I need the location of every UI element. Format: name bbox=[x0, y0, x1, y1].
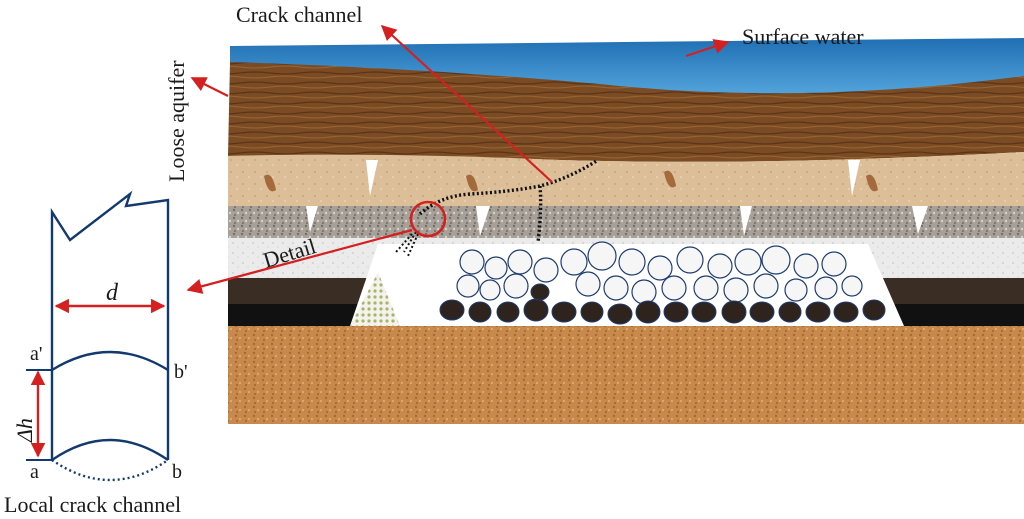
dimension-marks bbox=[30, 298, 166, 458]
lower-base-arc-hidden bbox=[51, 459, 169, 482]
delta-h-label: Δh bbox=[12, 418, 37, 443]
compacted-fill bbox=[350, 272, 400, 326]
fragmented-rock-lower bbox=[439, 283, 886, 325]
sand-clasts bbox=[264, 170, 878, 192]
crack-channel-label: Crack channel bbox=[236, 2, 362, 27]
annotation-arrows bbox=[186, 24, 730, 294]
local-crack-channel-label: Local crack channel bbox=[4, 492, 181, 517]
point-a-label: a bbox=[30, 461, 39, 483]
caved-goaf-zone bbox=[350, 241, 904, 326]
surface-water-label: Surface water bbox=[742, 24, 864, 49]
dotted-crack-icon bbox=[395, 158, 599, 257]
cylinder-outline bbox=[50, 190, 170, 460]
reference-ticks bbox=[26, 369, 52, 461]
gravel-layer bbox=[228, 206, 1024, 238]
surface-water-arrow bbox=[685, 39, 730, 58]
sand-layer bbox=[228, 152, 1024, 206]
diameter-label: d bbox=[106, 280, 119, 306]
point-b-label: b bbox=[172, 461, 182, 483]
local-crack-channel-figure bbox=[50, 190, 170, 482]
floor-rock-layer bbox=[228, 326, 1024, 424]
loose-aquifer-arrow bbox=[190, 77, 229, 97]
point-a-prime-label: a' bbox=[30, 343, 42, 365]
loose-aquifer-label: Loose aquifer bbox=[164, 60, 189, 182]
point-b-prime-label: b' bbox=[174, 361, 188, 383]
surface-water-layer bbox=[230, 38, 1024, 97]
loose-aquifer-layer bbox=[228, 62, 1024, 162]
detail-arrow bbox=[186, 228, 413, 294]
lower-base-arc bbox=[51, 438, 169, 461]
fragmented-rock-upper bbox=[456, 241, 863, 305]
crack-channel-arrow bbox=[380, 24, 553, 183]
strata-section bbox=[228, 38, 1024, 424]
gravel-fractures bbox=[306, 206, 928, 236]
red-circle-icon bbox=[409, 200, 447, 238]
upper-section-arc bbox=[51, 350, 169, 372]
